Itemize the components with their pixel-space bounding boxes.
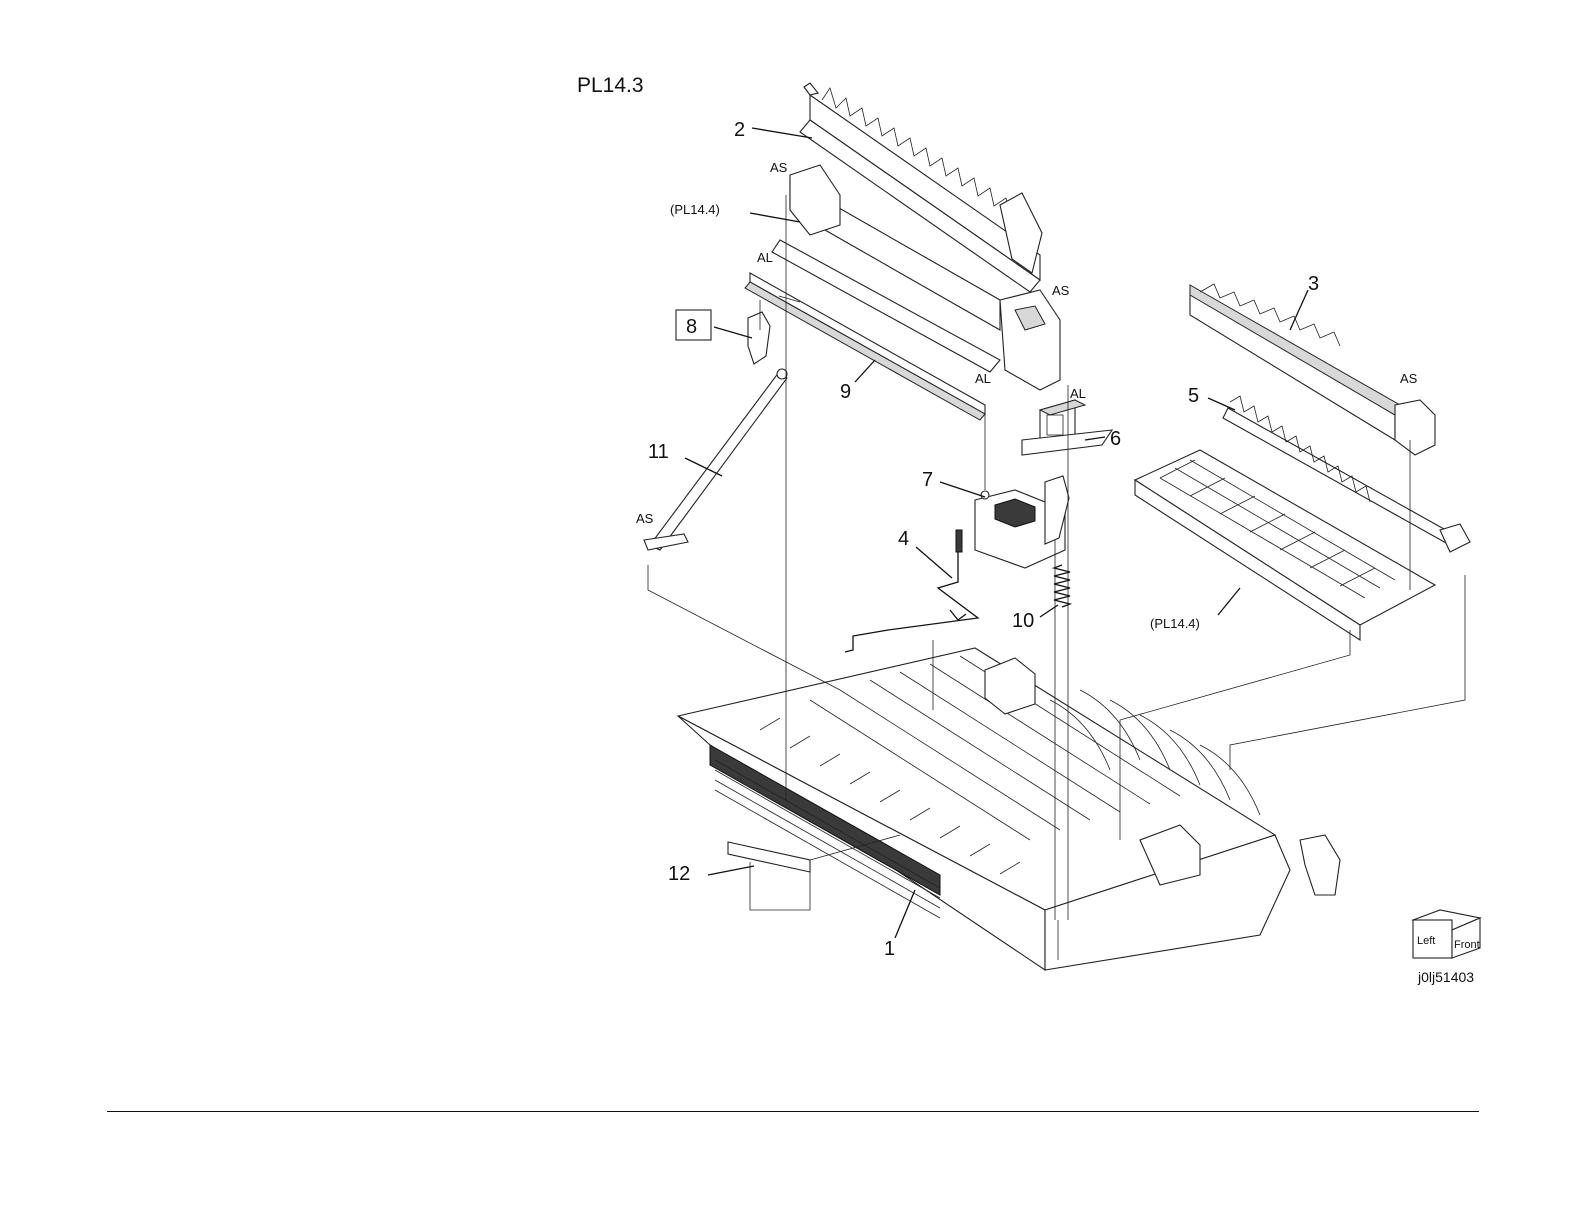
callout-3: 3 <box>1308 273 1319 295</box>
callout-4: 4 <box>898 528 909 550</box>
callout-9: 9 <box>840 381 851 403</box>
callout-7: 7 <box>922 469 933 491</box>
part-1-main-frame <box>678 648 1340 970</box>
note-al-2: AL <box>975 371 991 386</box>
part-6-holder <box>1022 400 1112 455</box>
part-4-actuator <box>845 530 978 652</box>
part-12-label <box>728 842 810 872</box>
callout-1: 1 <box>884 938 895 960</box>
part-3-right-chute <box>1190 284 1435 455</box>
note-as-3: AS <box>1400 371 1418 386</box>
callout-5: 5 <box>1188 385 1199 407</box>
orientation-cube-icon: Left Front <box>1413 910 1480 958</box>
callout-6: 6 <box>1110 428 1121 450</box>
footer-divider <box>107 1111 1479 1112</box>
callout-2: 2 <box>734 119 745 141</box>
callout-8: 8 <box>686 316 697 338</box>
callout-10: 10 <box>1012 610 1034 632</box>
note-al-1: AL <box>757 250 773 265</box>
note-as-2: AS <box>1052 283 1070 298</box>
image-id-label: j0lj51403 <box>1417 969 1474 985</box>
note-as-1: AS <box>770 160 788 175</box>
pl14-4-right-tray <box>1135 450 1435 640</box>
note-ref-pl14-4-upper: (PL14.4) <box>670 202 720 217</box>
orientation-front-label: Front <box>1454 939 1480 951</box>
note-as-4: AS <box>636 511 654 526</box>
note-ref-pl14-4-tray: (PL14.4) <box>1150 616 1200 631</box>
callout-12: 12 <box>668 863 690 885</box>
orientation-left-label: Left <box>1417 935 1435 947</box>
note-al-3: AL <box>1070 386 1086 401</box>
callout-11: 11 <box>648 441 669 463</box>
